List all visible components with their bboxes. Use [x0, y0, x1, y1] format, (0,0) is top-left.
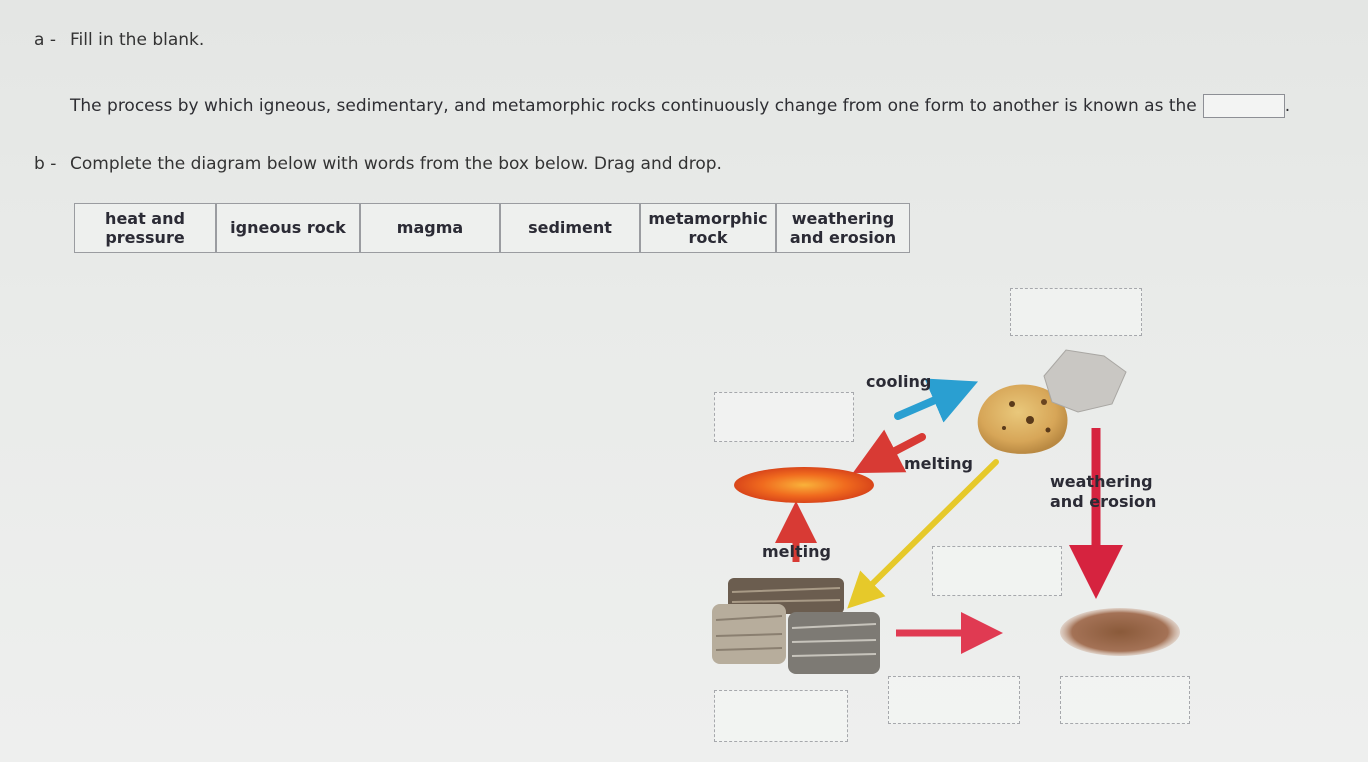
drop-zone-middle[interactable] — [932, 546, 1062, 596]
metamorphic-rock-image-right — [788, 612, 880, 674]
drop-zone-top-right[interactable] — [1010, 288, 1142, 336]
part-a-instruction: Fill in the blank. — [70, 30, 205, 50]
part-a-label: a - — [34, 30, 56, 50]
drop-zone-bottom-center[interactable] — [888, 676, 1020, 724]
chip-sediment[interactable]: sediment — [500, 203, 640, 253]
label-cooling: cooling — [866, 372, 932, 391]
melting-arrow-top — [852, 429, 926, 474]
cooling-arrow — [894, 378, 979, 423]
grey-rock-image — [1043, 349, 1127, 413]
label-melting-left: melting — [762, 542, 831, 561]
part-a-blank-input[interactable] — [1202, 94, 1285, 118]
drop-zone-top-left[interactable] — [714, 392, 854, 442]
diagonal-arrow — [847, 459, 999, 609]
part-b-label: b - — [34, 154, 57, 174]
chip-magma[interactable]: magma — [360, 203, 500, 253]
chip-igneous-rock[interactable]: igneous rock — [216, 203, 360, 253]
part-a-question: The process by which igneous, sedimentar… — [70, 94, 1291, 118]
label-weathering-and-erosion: weathering and erosion — [1050, 472, 1157, 511]
part-a-sentence: The process by which igneous, sedimentar… — [70, 96, 1197, 116]
sediment-image — [1060, 608, 1180, 656]
drop-zone-bottom-right[interactable] — [1060, 676, 1190, 724]
label-melting-top: melting — [904, 454, 973, 473]
drop-zone-bottom-left[interactable] — [714, 690, 848, 742]
magma-image — [734, 467, 874, 503]
part-b-instruction: Complete the diagram below with words fr… — [70, 154, 722, 174]
